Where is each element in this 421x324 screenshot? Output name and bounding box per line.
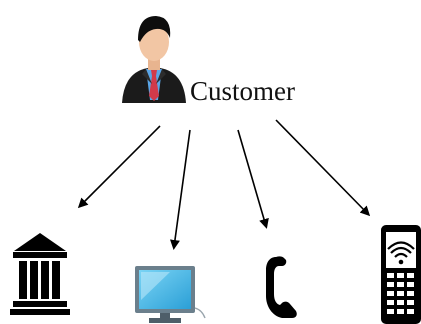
bank-icon: [10, 233, 70, 315]
telephone-icon: [266, 256, 297, 318]
arrow-to-bank: [77, 125, 161, 209]
mobile-phone-icon: [381, 225, 421, 324]
arrow-to-telephone: [237, 129, 269, 229]
computer-monitor-icon: [135, 266, 206, 323]
customer-icon: [122, 16, 186, 103]
arrow-to-mobile: [275, 119, 371, 217]
customer-label: Customer: [190, 78, 295, 106]
arrow-to-computer: [169, 129, 191, 250]
